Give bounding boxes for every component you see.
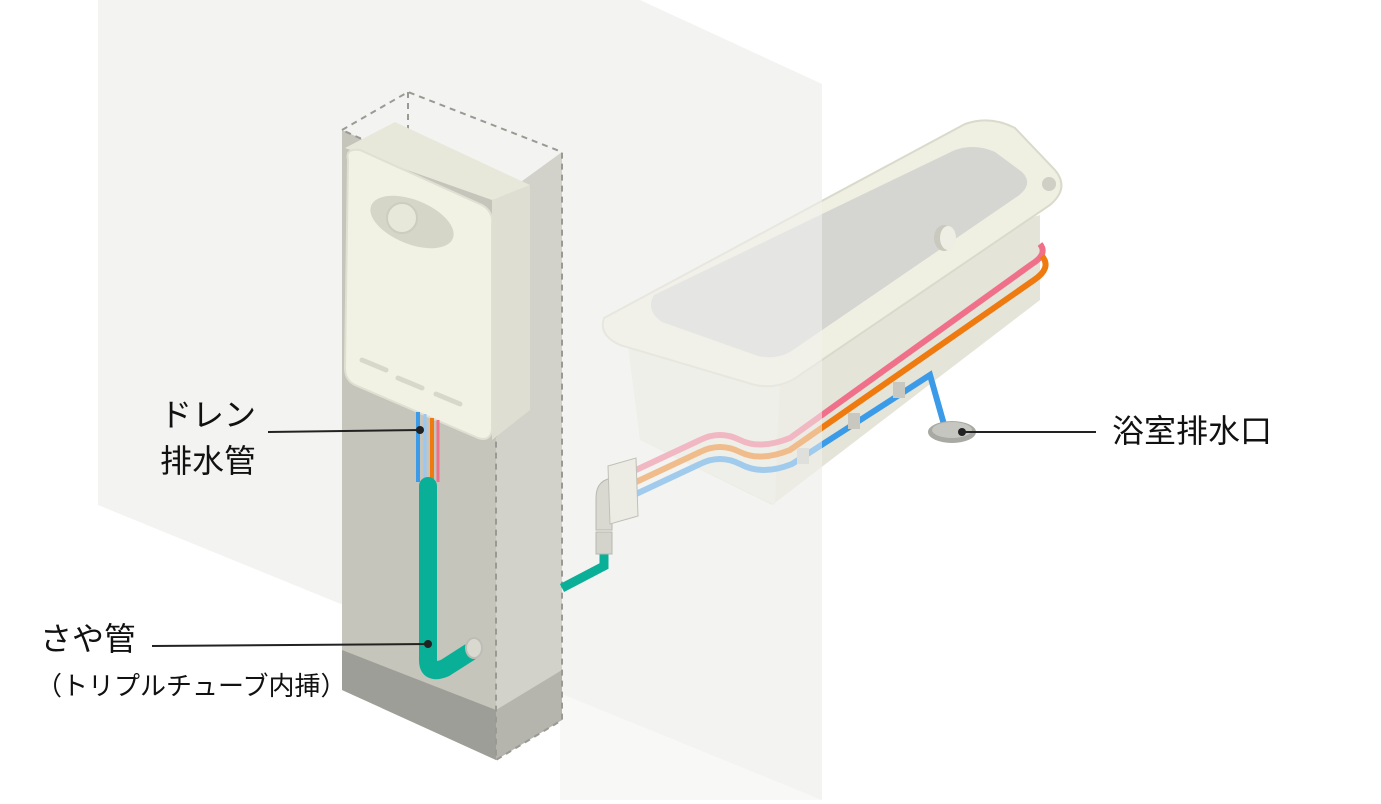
water-heater-icon bbox=[343, 122, 530, 440]
pipe-elbow-icon bbox=[595, 457, 639, 555]
saya-pipe-sublabel: （トリプルチューブ内挿） bbox=[36, 672, 347, 702]
bath-drain-label: 浴室排水口 bbox=[1112, 412, 1273, 450]
heater-pipes bbox=[416, 412, 440, 482]
saya-pipe bbox=[419, 477, 479, 680]
leader-drain bbox=[267, 429, 421, 433]
drain-label-line1: ドレン bbox=[160, 396, 257, 434]
drain-label-line2: 排水管 bbox=[160, 442, 257, 481]
drain-pipe-label: ドレン 排水管 bbox=[160, 396, 256, 481]
saya-pipe-label: さや管 bbox=[40, 620, 137, 658]
leader-saya bbox=[151, 643, 429, 647]
